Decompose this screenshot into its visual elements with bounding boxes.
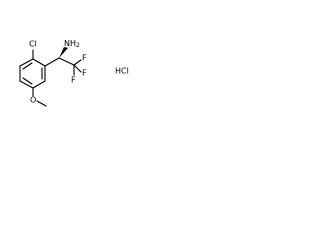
bond-ring-stereocenter (44, 57, 60, 67)
ring-bond-1 (32, 58, 46, 67)
label-fluorine-bottom: F (71, 76, 76, 85)
wedge-bond-nh2 (59, 47, 68, 58)
benzene-ring (19, 58, 46, 89)
ring-double-bond-3 (22, 62, 33, 70)
label-oxygen: O (30, 96, 36, 105)
ring-double-bond-2 (22, 77, 33, 85)
bond-oxygen-methyl (36, 100, 47, 107)
label-amine: NH2 (64, 39, 80, 49)
chemical-structure-diagram: Cl NH2 F F F O HCl (19, 39, 129, 107)
ring-bond-6 (19, 58, 34, 67)
ring-bond-4 (19, 80, 34, 89)
label-fluorine-mid: F (82, 69, 87, 78)
bond-stereocenter-cf3 (58, 57, 75, 66)
ring-bond-3 (32, 80, 46, 89)
label-hydrochloride: HCl (115, 67, 129, 76)
label-chlorine: Cl (29, 40, 37, 49)
bond-cf3-f-mid (73, 64, 82, 73)
bond-cf3-f-top (73, 59, 82, 66)
label-fluorine-top: F (82, 54, 87, 63)
